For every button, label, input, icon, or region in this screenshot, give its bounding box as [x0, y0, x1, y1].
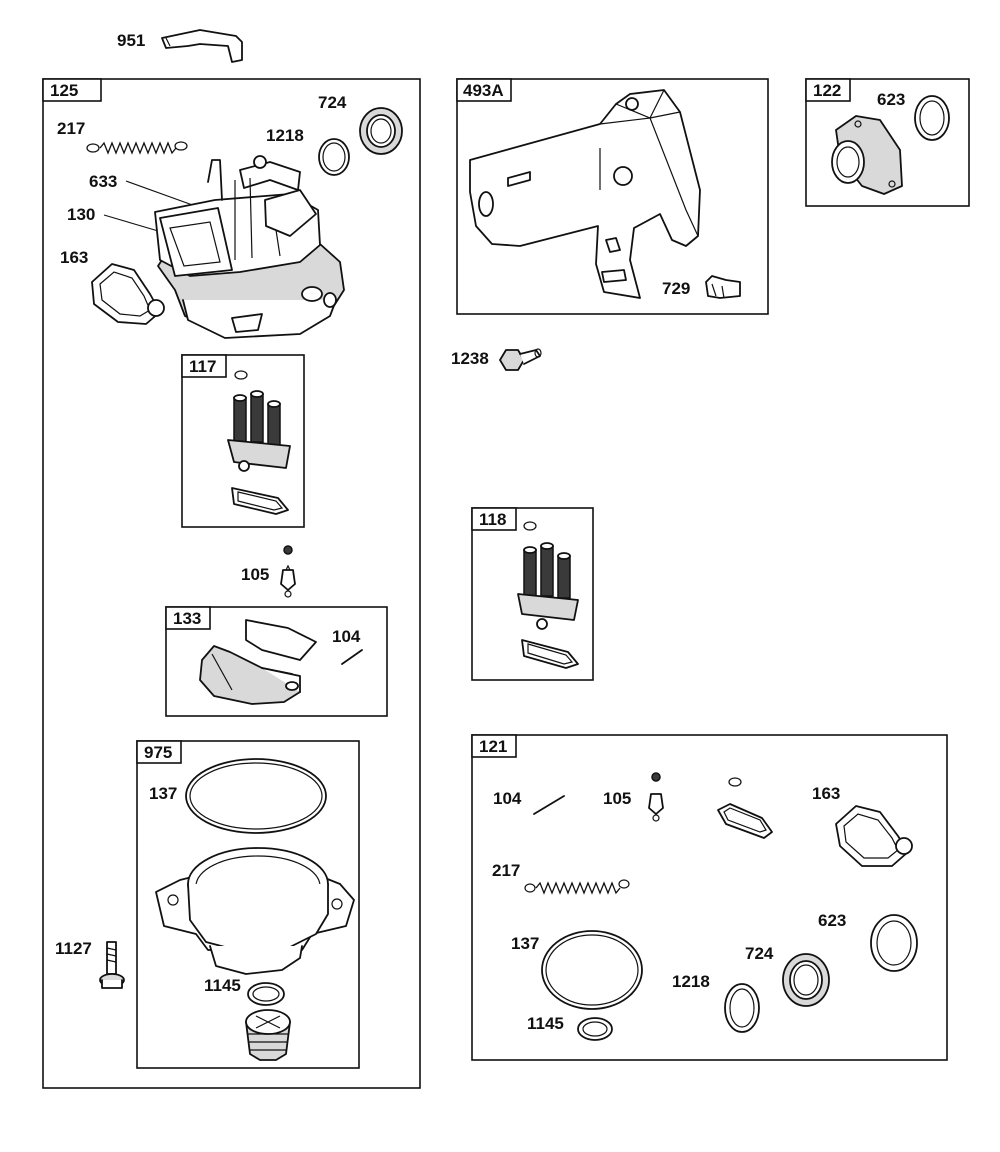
callout-105: 105 — [241, 565, 269, 584]
kit-callout-163: 163 — [812, 784, 840, 803]
kit-pin-104 — [533, 795, 565, 815]
callout-137: 137 — [149, 784, 177, 803]
callout-729: 729 — [662, 279, 690, 298]
callout-1145: 1145 — [204, 976, 241, 995]
group-121-tag — [471, 734, 517, 758]
float-bowl-975 — [155, 847, 355, 975]
kit-callout-105: 105 — [603, 789, 631, 808]
group-125-tag — [42, 78, 102, 102]
o-ring-137 — [185, 758, 327, 834]
kit-callout-623: 623 — [818, 911, 846, 930]
kit-callout-104: 104 — [493, 789, 522, 808]
kit-callout-217: 217 — [492, 861, 520, 880]
callout-724: 724 — [318, 93, 347, 112]
kit-gasket-163 — [835, 805, 913, 867]
group-117-tag — [181, 354, 227, 378]
carburetor-body — [154, 155, 345, 339]
ring-1218 — [318, 138, 350, 176]
kit-gasket-ring — [717, 777, 773, 839]
group-117-label: 117 — [189, 357, 216, 376]
callout-951: 951 — [117, 31, 145, 50]
kit-callout-1218: 1218 — [672, 972, 710, 991]
group-122-label: 122 — [813, 81, 841, 100]
group-118-label: 118 — [479, 510, 506, 529]
clip-729 — [705, 275, 741, 299]
group-493a-label: 493A — [463, 81, 504, 100]
callout-623: 623 — [877, 90, 905, 109]
callout-633: 633 — [89, 172, 117, 191]
fuel-bowl-118 — [517, 521, 579, 669]
group-121-label: 121 — [479, 737, 507, 756]
group-118-tag — [471, 507, 517, 531]
pin-104 — [341, 649, 363, 665]
group-125-frame — [42, 78, 421, 1089]
callout-1218: 1218 — [266, 126, 304, 145]
callout-104: 104 — [332, 627, 361, 646]
group-133-frame — [165, 606, 388, 717]
part-951-lever — [161, 29, 243, 63]
fuel-bowl-117 — [227, 370, 291, 515]
gasket-163 — [91, 263, 165, 325]
group-117-frame — [181, 354, 305, 528]
bolt-1127 — [99, 941, 125, 989]
group-133-tag — [165, 606, 211, 630]
group-122-tag — [805, 78, 851, 102]
kit-callout-1145: 1145 — [527, 1014, 564, 1033]
group-122-frame — [805, 78, 970, 207]
bowl-nut — [245, 1009, 291, 1061]
callout-1238: 1238 — [451, 349, 489, 368]
bolt-1238 — [499, 348, 542, 371]
callout-217: 217 — [57, 119, 85, 138]
kit-o-ring-137 — [541, 930, 643, 1010]
group-121-frame — [471, 734, 948, 1061]
kit-seal-724 — [782, 953, 830, 1007]
spring-217 — [86, 141, 188, 155]
group-975-label: 975 — [144, 743, 172, 762]
kit-washer-1145 — [577, 1017, 613, 1041]
kit-spring-217 — [524, 879, 630, 895]
group-975-frame — [136, 740, 360, 1069]
callout-130: 130 — [67, 205, 95, 224]
kit-needle-105 — [648, 772, 664, 822]
bracket-493a — [469, 89, 701, 299]
kit-ring-623 — [870, 914, 918, 972]
kit-callout-724: 724 — [745, 944, 774, 963]
needle-valve-105 — [280, 545, 296, 598]
group-118-frame — [471, 507, 594, 681]
adapter-122 — [831, 115, 903, 195]
seal-724 — [359, 107, 403, 155]
group-125-label: 125 — [50, 81, 78, 100]
group-493a-tag — [456, 78, 512, 102]
group-493a-frame — [456, 78, 769, 315]
group-975-tag — [136, 740, 182, 764]
kit-ring-1218 — [724, 983, 760, 1033]
ring-623-in-122 — [914, 95, 950, 141]
float-133 — [199, 619, 317, 705]
kit-callout-137: 137 — [511, 934, 539, 953]
group-133-label: 133 — [173, 609, 201, 628]
callout-1127: 1127 — [55, 939, 92, 958]
leader-130 — [103, 214, 166, 234]
washer-1145 — [247, 982, 285, 1006]
callout-163: 163 — [60, 248, 88, 267]
leader-633 — [125, 180, 199, 208]
